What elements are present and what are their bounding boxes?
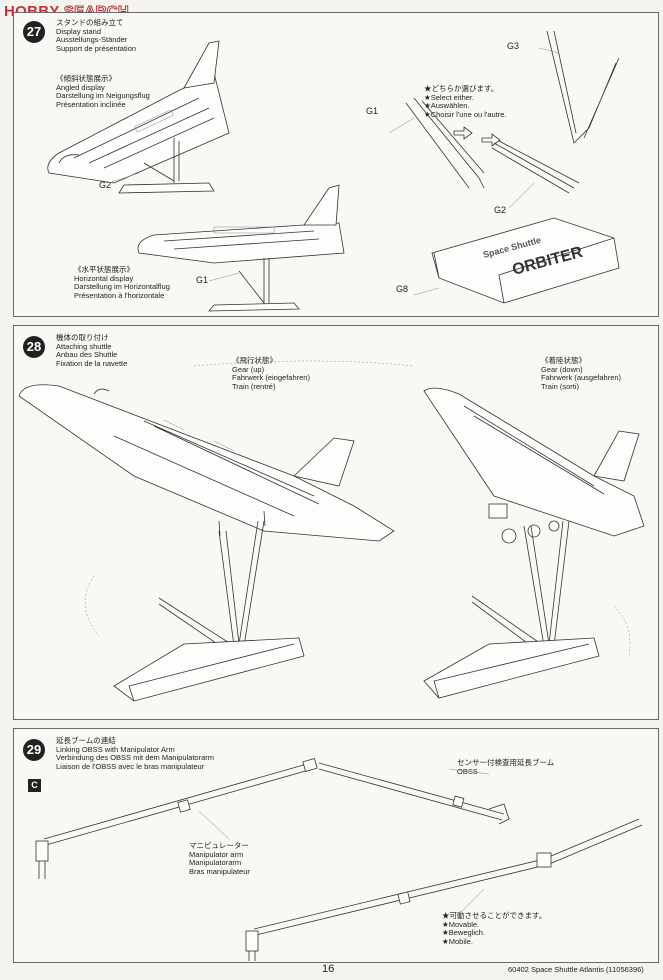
step-number-badge: 29 xyxy=(23,739,45,761)
product-code: 60402 Space Shuttle Atlantis (11056396) xyxy=(508,965,644,974)
step-27-panel: 27 スタンドの組み立て Display stand Ausstellungs-… xyxy=(13,12,659,317)
page-number: 16 xyxy=(322,963,335,975)
exploded-stand-parts xyxy=(405,30,620,304)
gear-down-caption: 《着陸状態》 Gear (down) Fahrwerk (ausgefahren… xyxy=(541,356,622,391)
direction-arrows xyxy=(453,126,501,147)
angled-shuttle-drawing xyxy=(47,40,230,184)
select-either-note: ★どちらか選びます。 ★Select either. ★Auswählen. ★… xyxy=(424,84,507,119)
step-number-badge: 27 xyxy=(23,21,45,43)
step-29-panel: 29 C 延長ブームの連結 Linking OBSS with Manipula… xyxy=(13,728,659,963)
horizontal-stand-drawing xyxy=(208,258,300,312)
part-label-g3: G3 xyxy=(507,41,520,51)
obss-boom-drawing xyxy=(318,762,510,825)
part-label-g2: G2 xyxy=(494,205,507,215)
horizontal-display-caption: 《水平状態展示》 Horizontal display Darstellung … xyxy=(74,265,170,300)
step-28-illustration xyxy=(18,360,645,702)
step-27-title: スタンドの組み立て Display stand Ausstellungs-Stä… xyxy=(56,18,137,53)
shuttle-gear-up-drawing xyxy=(18,384,395,542)
movable-note: ★可動させることができます。 ★Movable. ★Beweglich. ★Mo… xyxy=(442,911,547,946)
step-28-panel: 28 機体の取り付け Attaching shuttle Anbau des S… xyxy=(13,325,659,720)
step-number-badge: 28 xyxy=(23,336,45,358)
part-label-g1: G1 xyxy=(366,106,379,116)
assembled-arm-drawing xyxy=(245,818,643,961)
step-27-illustration: Space Shuttle ORBITER xyxy=(47,30,620,312)
gear-up-caption: 《飛行状態》 Gear (up) Fahrwerk (eingefahren) … xyxy=(232,356,310,391)
step-28-title: 機体の取り付け Attaching shuttle Anbau des Shut… xyxy=(56,333,128,368)
part-tree-c-label: C xyxy=(28,779,41,792)
shuttle-gear-down-drawing xyxy=(423,387,645,544)
part-label-g8: G8 xyxy=(396,284,409,294)
angled-display-caption: 《傾斜状態展示》 Angled display Darstellung im N… xyxy=(56,74,150,109)
stand-gear-down-drawing xyxy=(423,520,600,699)
part-label-g1: G1 xyxy=(196,275,209,285)
stand-gear-up-drawing xyxy=(113,520,305,702)
step-29-title: 延長ブームの連結 Linking OBSS with Manipulator A… xyxy=(56,736,214,771)
manipulator-arm-drawing xyxy=(35,758,318,879)
manipulator-arm-caption: マニピュレーター Manipulator arm Manipulatorarm … xyxy=(189,841,250,876)
horizontal-shuttle-drawing xyxy=(137,184,345,264)
step-29-illustration xyxy=(35,758,643,961)
angled-stand-drawing xyxy=(118,138,215,194)
part-label-g2: G2 xyxy=(99,180,112,190)
